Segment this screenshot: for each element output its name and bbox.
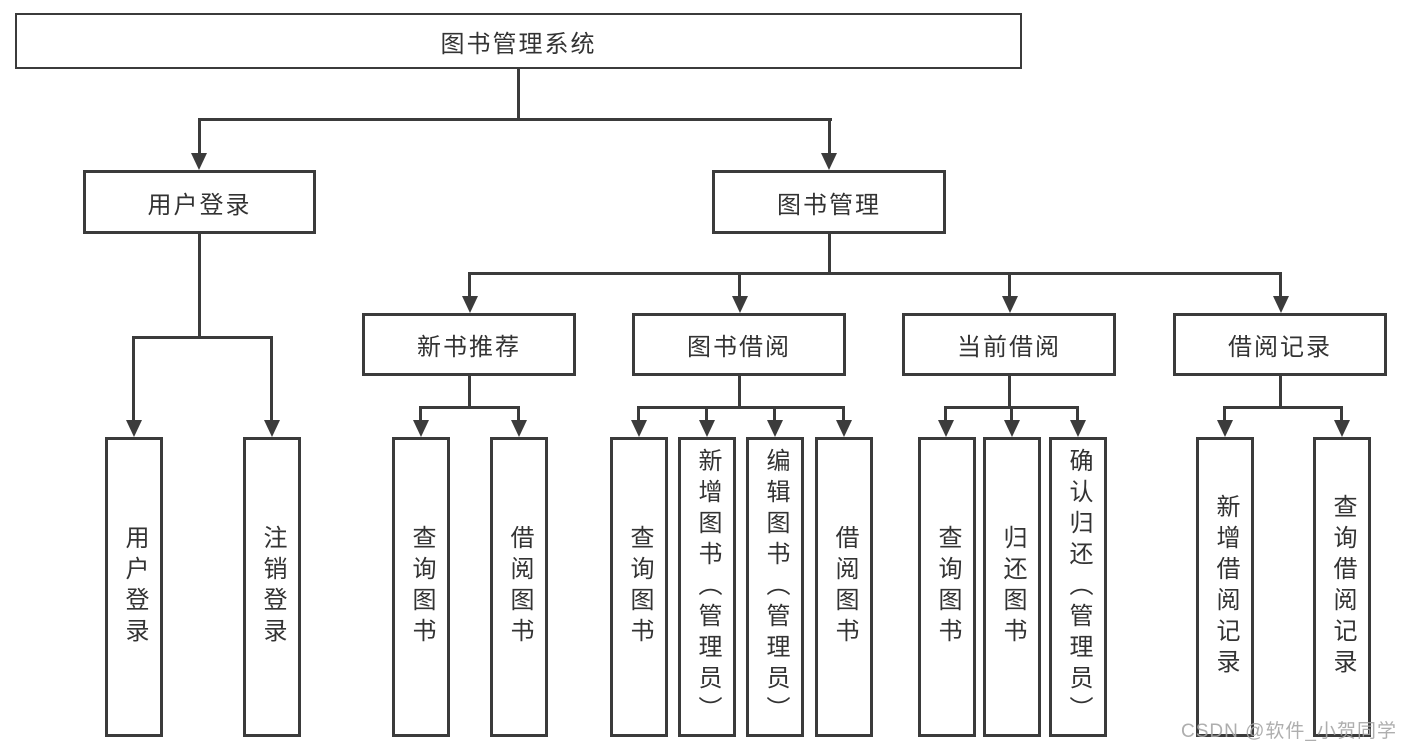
- node-label: 用户登录: [147, 191, 252, 219]
- connector-stem-bb-query: [637, 406, 640, 422]
- connector-level2-horizontal: [198, 118, 832, 121]
- connector-root-stem: [517, 68, 520, 120]
- leaf-label: 编辑图书（管理员）: [762, 447, 789, 727]
- arrowhead-cb-return: [1004, 420, 1020, 437]
- arrowhead-user-login: [191, 153, 207, 170]
- connector-user-login-horizontal: [132, 336, 273, 339]
- connector-stem-bb-add: [705, 406, 708, 422]
- connector-stem-new-book: [468, 272, 471, 298]
- leaf-label: 借阅图书: [506, 525, 533, 649]
- node-book-borrow: 图书借阅: [632, 313, 846, 376]
- leaf-bb-query-books: 查询图书: [610, 437, 668, 737]
- leaf-cb-confirm-return-admin: 确认归还（管理员）: [1049, 437, 1107, 737]
- leaf-label: 新增借阅记录: [1212, 494, 1239, 680]
- arrowhead-book-borrow: [732, 296, 748, 313]
- arrowhead-logout: [264, 420, 280, 437]
- leaf-nb-borrow-books: 借阅图书: [490, 437, 548, 737]
- connector-current-borrow-stem: [1008, 376, 1011, 408]
- connector-stem-nb-borrow: [517, 406, 520, 422]
- leaf-br-add-record: 新增借阅记录: [1196, 437, 1254, 737]
- arrowhead-cb-query: [938, 420, 954, 437]
- node-library-management-system: 图书管理系统: [15, 13, 1022, 69]
- leaf-label: 查询图书: [626, 525, 653, 649]
- leaf-logout: 注销登录: [243, 437, 301, 737]
- leaf-label: 新增图书（管理员）: [694, 447, 721, 727]
- connector-stem-login: [132, 336, 135, 422]
- connector-new-book-horizontal: [419, 406, 520, 409]
- connector-borrow-record-horizontal: [1223, 406, 1343, 409]
- arrowhead-bb-add: [699, 420, 715, 437]
- leaf-label: 查询图书: [934, 525, 961, 649]
- connector-stem-nb-query: [419, 406, 422, 422]
- connector-stem-bb-borrow: [842, 406, 845, 422]
- arrowhead-br-query: [1334, 420, 1350, 437]
- leaf-label: 确认归还（管理员）: [1065, 447, 1092, 727]
- connector-book-management-stem: [828, 234, 831, 275]
- arrowhead-nb-borrow: [511, 420, 527, 437]
- arrowhead-login: [126, 420, 142, 437]
- node-label: 借阅记录: [1228, 334, 1332, 361]
- connector-stem-logout: [270, 336, 273, 422]
- connector-stem-current-borrow: [1008, 272, 1011, 298]
- arrowhead-borrow-record: [1273, 296, 1289, 313]
- leaf-br-query-record: 查询借阅记录: [1313, 437, 1371, 737]
- leaf-bb-borrow-books: 借阅图书: [815, 437, 873, 737]
- leaf-label: 归还图书: [999, 525, 1026, 649]
- connector-borrow-record-stem: [1279, 376, 1282, 408]
- connector-stem-book-management: [828, 118, 831, 155]
- leaf-label: 用户登录: [121, 525, 148, 649]
- connector-stem-user-login: [198, 118, 201, 155]
- connector-level3-horizontal: [468, 272, 1282, 275]
- leaf-nb-query-books: 查询图书: [392, 437, 450, 737]
- connector-book-borrow-horizontal: [637, 406, 845, 409]
- connector-stem-book-borrow: [738, 272, 741, 298]
- connector-stem-cb-query: [944, 406, 947, 422]
- leaf-bb-add-books-admin: 新增图书（管理员）: [678, 437, 736, 737]
- connector-stem-cb-return: [1010, 406, 1013, 422]
- node-label: 图书管理系统: [440, 30, 597, 58]
- leaf-cb-query-books: 查询图书: [918, 437, 976, 737]
- arrowhead-br-add: [1217, 420, 1233, 437]
- node-new-book-recommend: 新书推荐: [362, 313, 576, 376]
- arrowhead-bb-borrow: [836, 420, 852, 437]
- leaf-user-login: 用户登录: [105, 437, 163, 737]
- arrowhead-book-management: [821, 153, 837, 170]
- node-current-borrow: 当前借阅: [902, 313, 1116, 376]
- leaf-label: 借阅图书: [831, 525, 858, 649]
- connector-book-borrow-stem: [738, 376, 741, 408]
- node-book-management: 图书管理: [712, 170, 946, 234]
- leaf-bb-edit-books-admin: 编辑图书（管理员）: [746, 437, 804, 737]
- node-borrow-record: 借阅记录: [1173, 313, 1387, 376]
- connector-user-login-stem: [198, 234, 201, 338]
- leaf-cb-return-books: 归还图书: [983, 437, 1041, 737]
- node-label: 当前借阅: [957, 334, 1061, 361]
- connector-stem-bb-edit: [773, 406, 776, 422]
- node-label: 新书推荐: [417, 334, 521, 361]
- connector-stem-br-add: [1223, 406, 1226, 422]
- leaf-label: 查询借阅记录: [1329, 494, 1356, 680]
- arrowhead-current-borrow: [1002, 296, 1018, 313]
- arrowhead-new-book: [462, 296, 478, 313]
- connector-stem-cb-confirm: [1076, 406, 1079, 422]
- connector-new-book-stem: [468, 376, 471, 408]
- arrowhead-bb-query: [631, 420, 647, 437]
- node-user-login: 用户登录: [83, 170, 316, 234]
- connector-stem-br-query: [1340, 406, 1343, 422]
- arrowhead-cb-confirm: [1070, 420, 1086, 437]
- arrowhead-nb-query: [413, 420, 429, 437]
- arrowhead-bb-edit: [767, 420, 783, 437]
- csdn-watermark: CSDN @软件_小贺同学: [1181, 721, 1397, 742]
- leaf-label: 注销登录: [259, 525, 286, 649]
- node-label: 图书管理: [777, 191, 881, 219]
- connector-stem-borrow-record: [1279, 272, 1282, 298]
- node-label: 图书借阅: [687, 334, 791, 361]
- leaf-label: 查询图书: [408, 525, 435, 649]
